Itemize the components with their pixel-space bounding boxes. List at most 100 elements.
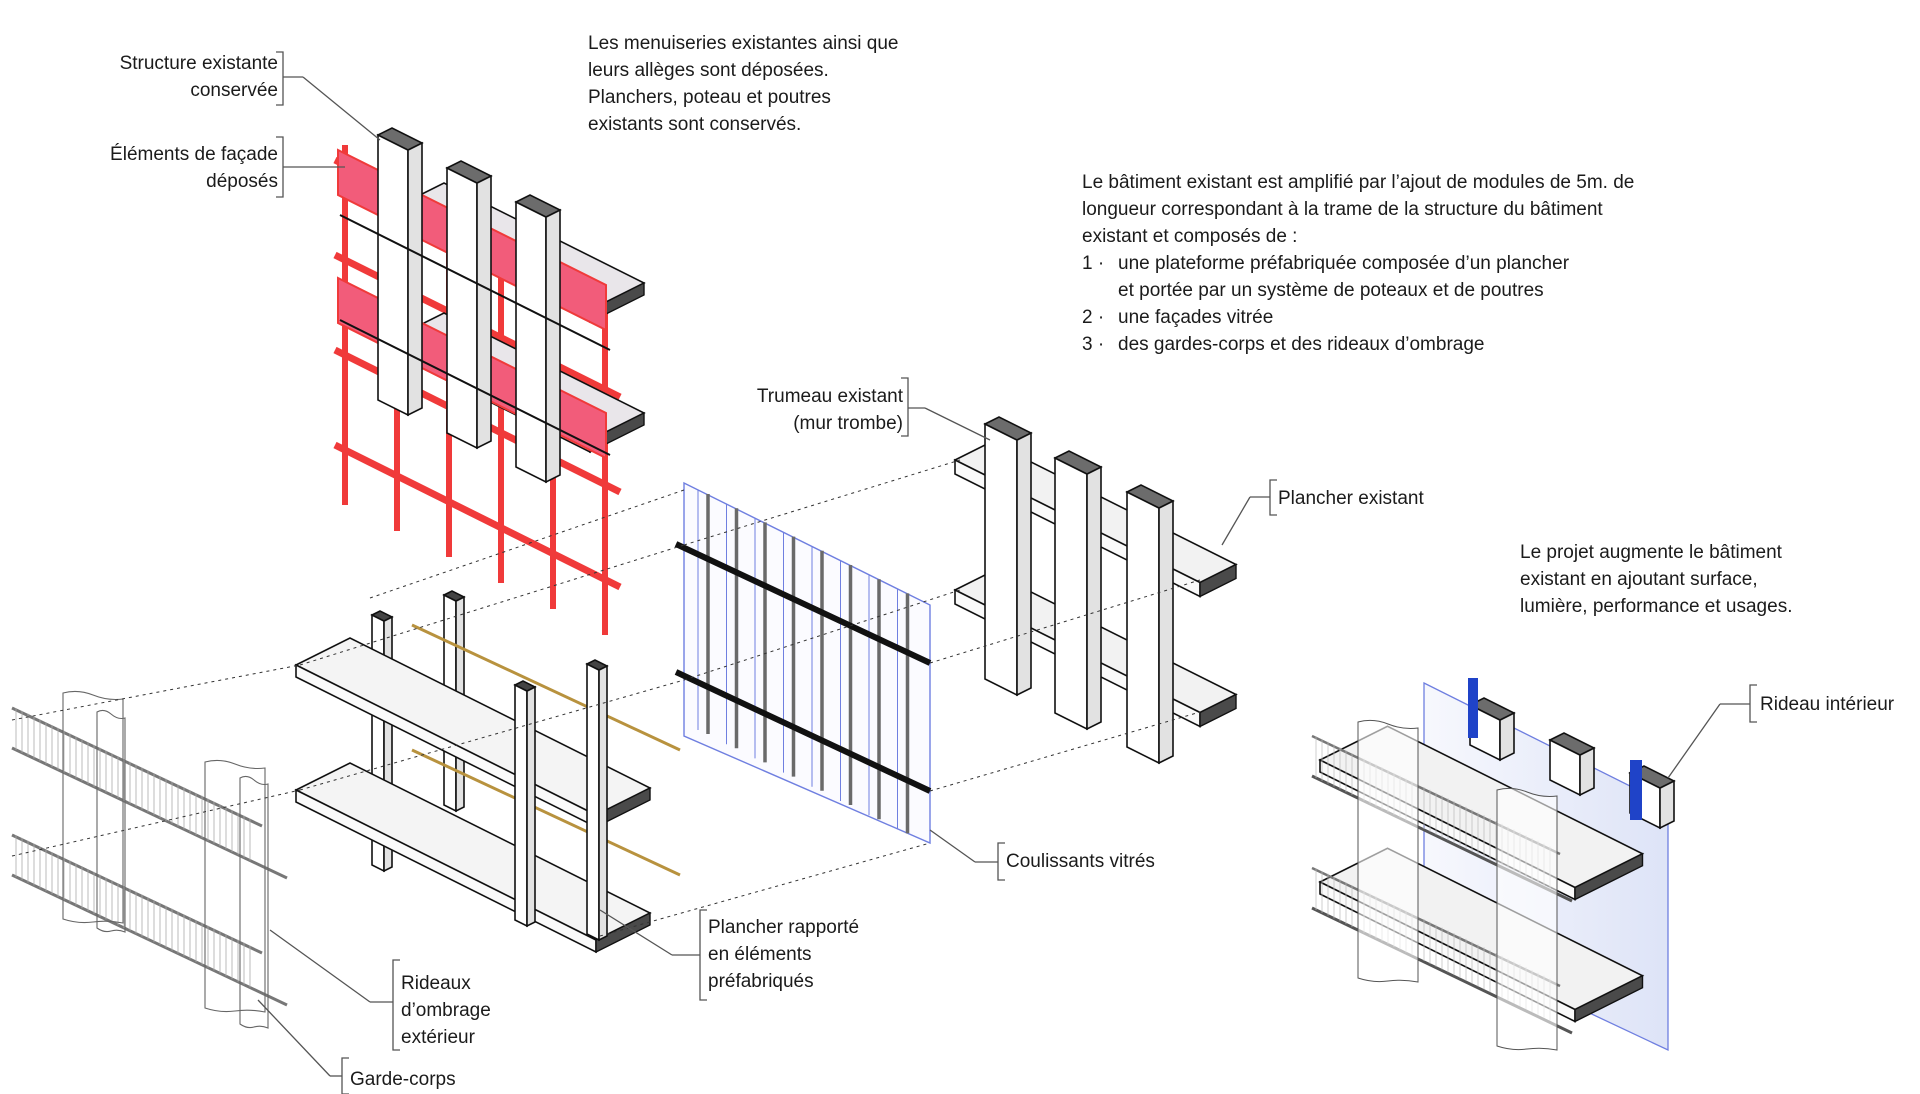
note-line: Le projet augmente le bâtiment	[1520, 542, 1782, 563]
label-line: Coulissants vitrés	[1006, 851, 1155, 872]
leader-lines	[257, 51, 1757, 1094]
leader-garde	[257, 999, 331, 1077]
list-number: 3 ·	[1082, 334, 1105, 355]
note-line: lumière, performance et usages.	[1520, 596, 1793, 617]
list-line: des gardes-corps et des rideaux d’ombrag…	[1118, 334, 1485, 355]
note-line: Les menuiseries existantes ainsi que	[588, 33, 899, 54]
label-line: Rideaux	[401, 973, 471, 994]
interior-curtain	[1468, 678, 1478, 738]
label-line: extérieur	[401, 1027, 475, 1048]
prefab-slab-2-end	[595, 911, 651, 954]
trumeau-1-cap	[376, 127, 424, 151]
label-structure-existante: Structure existante conservée	[80, 50, 278, 104]
assembled-trumeau-cap-cap	[1468, 697, 1516, 721]
prefab-post-cap	[513, 680, 537, 692]
label-coulissants: Coulissants vitrés	[1006, 848, 1155, 875]
bracket-garde-corps	[341, 1057, 349, 1094]
bracket-trumeau	[901, 377, 909, 437]
shading-curtain	[239, 775, 269, 1029]
existing-floor-2-end	[1199, 693, 1237, 728]
existing-trumeau-floors	[953, 416, 1238, 765]
bracket-coulissants	[997, 842, 1005, 881]
assembled-curtain	[1357, 719, 1419, 983]
assembled-curtain	[1496, 787, 1558, 1051]
label-line: en éléments	[708, 944, 812, 965]
assembled-trumeau-cap-side	[1579, 746, 1595, 797]
existing-trumeau-3-front	[1126, 490, 1160, 765]
explode-guide-lines	[11, 459, 1201, 937]
existing-trumeau-2-cap	[1053, 450, 1103, 475]
list-line: une façades vitrée	[1118, 307, 1274, 328]
note-line: existant en ajoutant surface,	[1520, 569, 1758, 590]
assembled-project	[1311, 678, 1676, 1052]
shading-curtain	[96, 709, 126, 933]
label-line: Garde-corps	[350, 1069, 456, 1090]
list-line: et portée par un système de poteaux et d…	[1118, 280, 1544, 301]
existing-trumeau-2-side	[1086, 465, 1102, 731]
trumeau-3-side	[545, 208, 561, 484]
trumeau-2-cap	[445, 160, 493, 184]
trumeau-1-side	[407, 141, 423, 417]
sliding-rail-top	[674, 541, 932, 666]
label-line: Plancher existant	[1278, 488, 1424, 509]
leader-coulissants	[929, 829, 976, 863]
existing-structure-removed-facade	[333, 127, 646, 635]
existing-trumeau-1-cap	[983, 416, 1033, 441]
existing-floor-1-end	[1199, 563, 1237, 598]
explode-line	[929, 579, 1201, 664]
existing-trumeau-1-front	[984, 422, 1018, 697]
trumeau-1-front	[377, 133, 409, 417]
list-number: 2 ·	[1082, 307, 1105, 328]
label-rideau-interieur: Rideau intérieur	[1760, 691, 1894, 718]
label-line: Trumeau existant	[756, 386, 903, 407]
label-line: Éléments de façade	[110, 144, 278, 165]
list-item-3: 3 · des gardes-corps et des rideaux d’om…	[1082, 331, 1634, 358]
note-line: longueur correspondant à la trame de la …	[1082, 199, 1603, 220]
note-line: leurs allèges sont déposées.	[588, 60, 829, 81]
wood-strip	[411, 748, 681, 877]
trumeau-2-front	[446, 166, 478, 450]
glass-plane	[683, 481, 931, 845]
prefab-post-cap	[442, 590, 466, 602]
wood-strip	[411, 623, 681, 752]
bracket-rideau-interieur	[1749, 684, 1757, 723]
prefab-post-front	[514, 683, 528, 928]
label-elements-facade: Éléments de façade déposés	[60, 141, 278, 195]
explode-line	[299, 544, 685, 666]
sliding-rail-bottom	[674, 669, 932, 794]
list-line: une plateforme préfabriquée composée d’u…	[1118, 253, 1570, 274]
leader-rideau	[1667, 703, 1721, 779]
leader-plancher	[1221, 496, 1251, 546]
note-menuiseries: Les menuiseries existantes ainsi que leu…	[588, 30, 899, 138]
label-line: déposés	[206, 171, 278, 192]
label-rideaux-ombrage: Rideaux d’ombrage extérieur	[401, 970, 491, 1051]
explode-line	[599, 842, 931, 937]
beam-line	[339, 214, 611, 351]
explode-line	[929, 711, 1201, 792]
note-line: Planchers, poteau et poutres	[588, 87, 831, 108]
trumeau-2-side	[476, 174, 492, 450]
prefab-post-front	[586, 662, 600, 942]
list-item-2: 2 · une façades vitrée	[1082, 304, 1634, 331]
assembled-trumeau-cap-side	[1499, 711, 1515, 762]
bracket-plancher-rapporte	[699, 909, 707, 1001]
existing-trumeau-1-side	[1016, 431, 1032, 697]
interior-curtain	[1630, 760, 1642, 820]
sliding-glass-facade	[674, 481, 932, 845]
label-line: d’ombrage	[401, 1000, 491, 1021]
leader-rideaux	[269, 929, 371, 1003]
note-line: existant et composés de :	[1082, 226, 1298, 247]
list-item-1: 1 · une plateforme préfabriquée composée…	[1082, 250, 1634, 304]
prefab-post-cap	[370, 610, 394, 622]
explode-line	[11, 664, 301, 721]
prefab-post-side	[598, 664, 608, 942]
trumeau-3-front	[515, 200, 547, 484]
note-projet: Le projet augmente le bâtiment existant …	[1520, 539, 1792, 620]
assembled-trumeau-cap-side	[1659, 779, 1675, 830]
removed-transom	[333, 441, 622, 591]
label-line: préfabriqués	[708, 971, 814, 992]
beam-line	[339, 319, 611, 456]
existing-trumeau-2-front	[1054, 456, 1088, 731]
label-trumeau: Trumeau existant (mur trombe)	[700, 383, 903, 437]
shading-curtain	[204, 759, 266, 1013]
